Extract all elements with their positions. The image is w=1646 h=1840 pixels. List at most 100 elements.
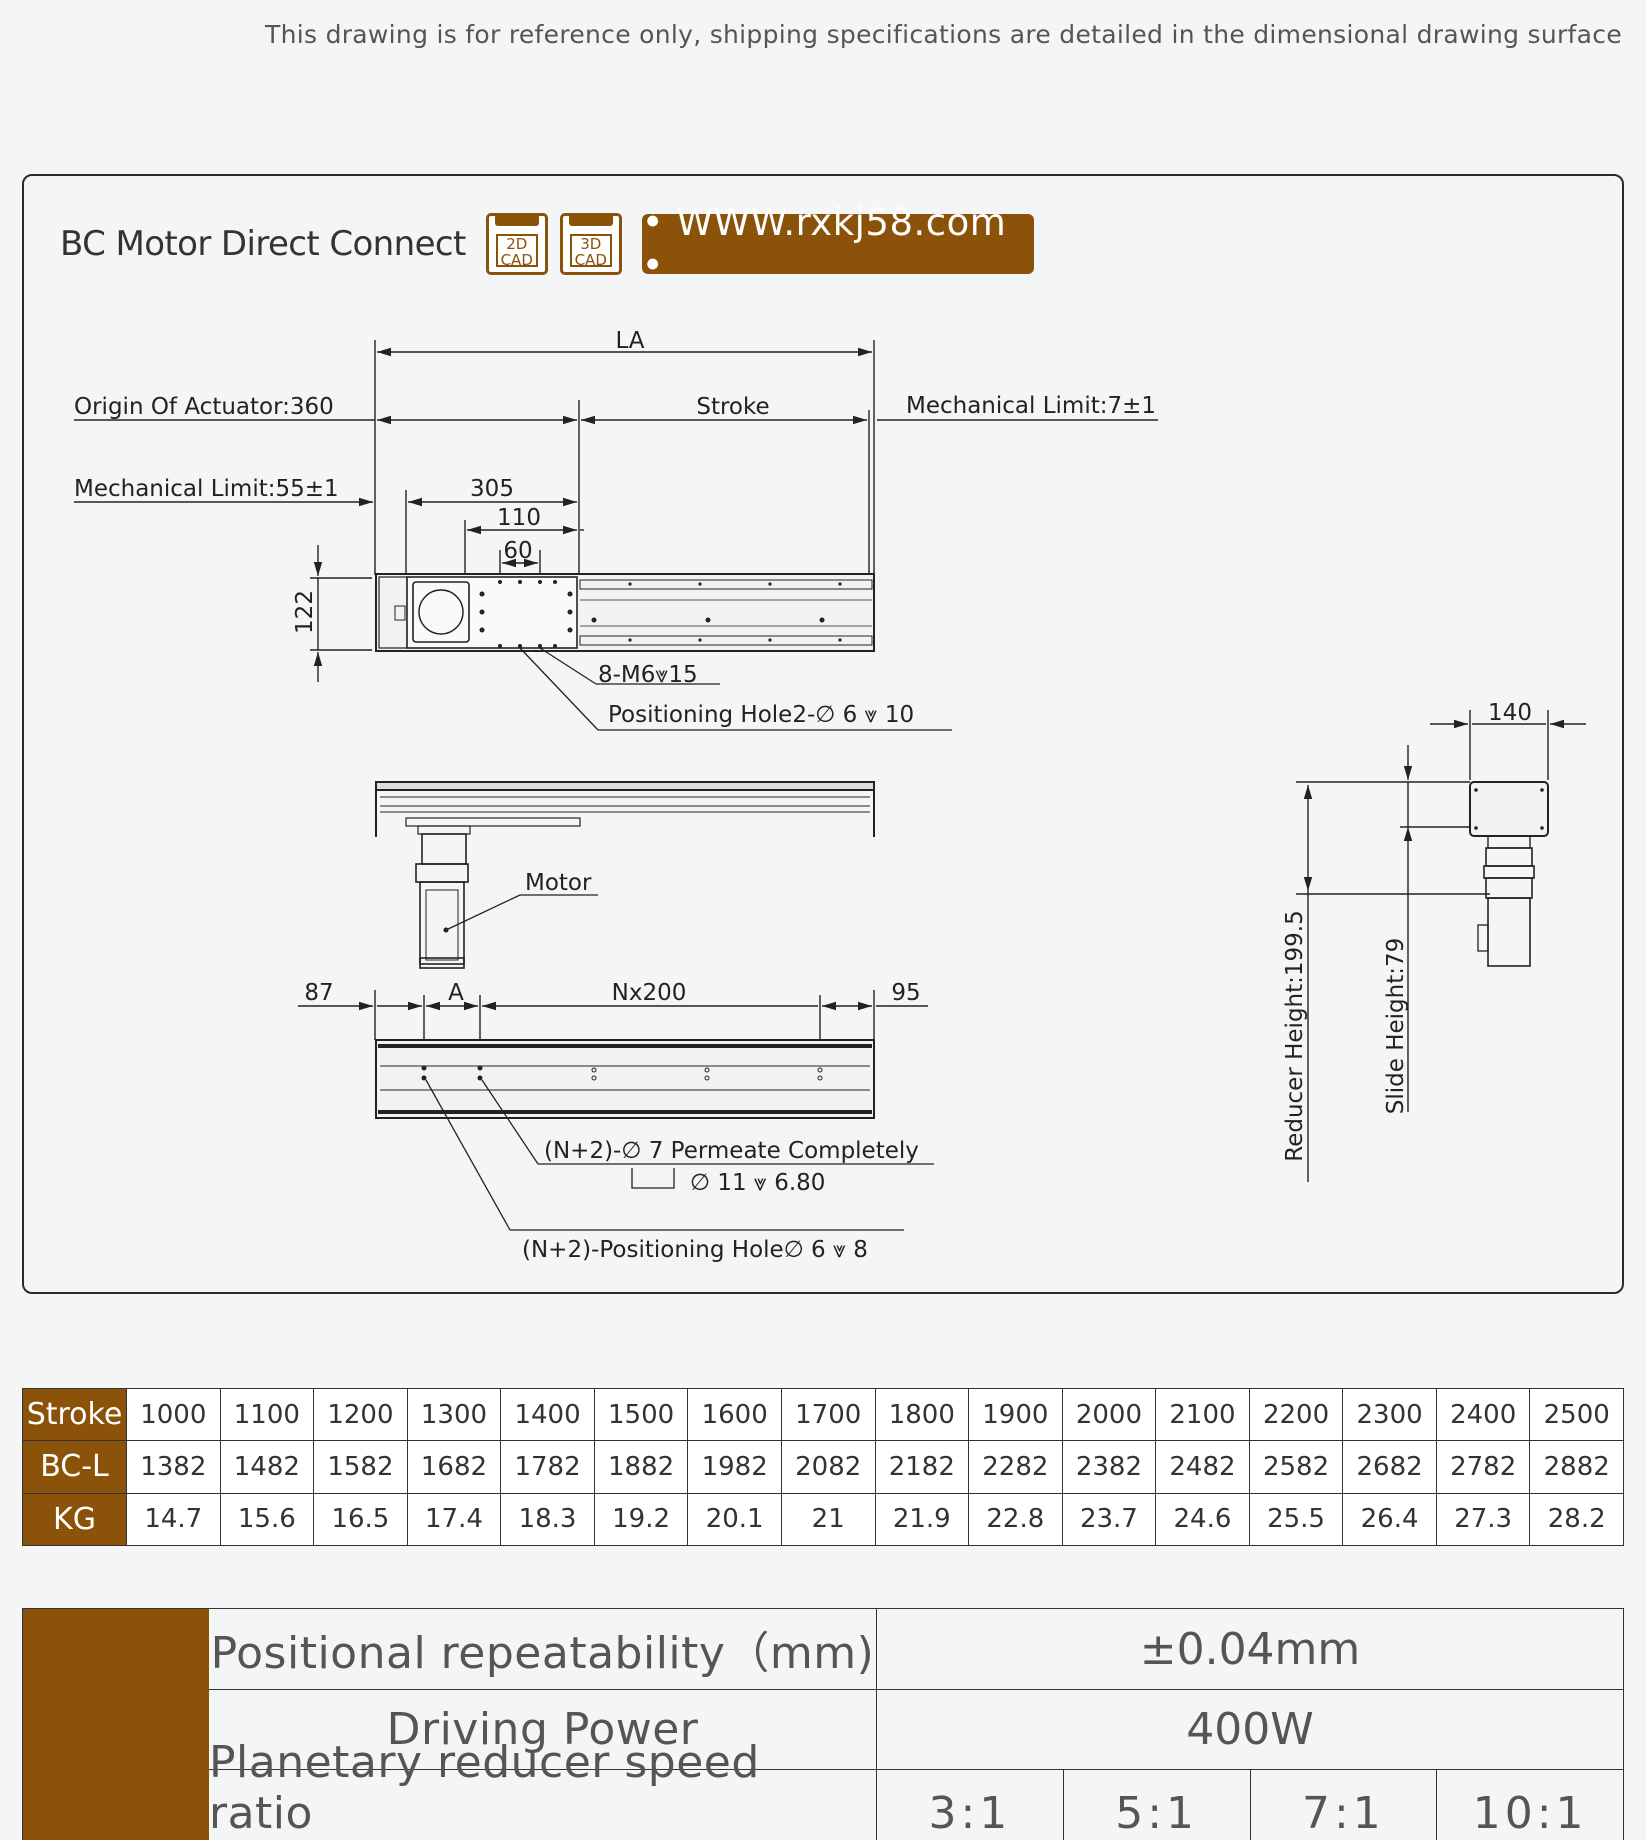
table-cell: 17.4 <box>406 1492 502 1547</box>
label-positioning-hole2: Positioning Hole2-∅ 6 ⩔ 10 <box>608 702 914 728</box>
table-cell: 16.5 <box>313 1492 408 1547</box>
table-cell: 14.7 <box>126 1492 221 1547</box>
table-cell: 2582 <box>1248 1440 1344 1494</box>
row-driving-power: Driving Power 400W <box>209 1690 1623 1770</box>
table-cell: 2182 <box>874 1440 970 1494</box>
dim-la: LA <box>615 328 644 354</box>
power-value: 400W <box>1186 1704 1314 1755</box>
ratio-3-1: 3:1 <box>877 1770 1064 1840</box>
table-cell: 2500 <box>1529 1387 1624 1442</box>
table-row-stroke: Stroke 1000 1100 1200 1300 1400 1500 160… <box>22 1387 1624 1442</box>
table-row-kg: KG 14.7 15.6 16.5 17.4 18.3 19.2 20.1 21… <box>22 1492 1624 1547</box>
top-view-holes <box>479 580 842 648</box>
table-cell: 1582 <box>313 1440 408 1494</box>
ratio-5-1: 5:1 <box>1064 1770 1251 1840</box>
cad-2d-line2: CAD <box>500 251 533 269</box>
label-permeate: (N+2)-∅ 7 Permeate Completely <box>544 1138 919 1164</box>
table-cell: 2000 <box>1061 1387 1157 1442</box>
table-cell: 22.8 <box>968 1492 1063 1547</box>
label-mech-limit-right: Mechanical Limit:7±1 <box>906 393 1156 419</box>
table-cell: 2082 <box>780 1440 876 1494</box>
label-reducer-height: Reducer Height:199.5 <box>1282 910 1308 1161</box>
cad-3d-line1: 3D <box>580 235 602 253</box>
table-cell: 25.5 <box>1248 1492 1344 1547</box>
cad-3d-line2: CAD <box>574 251 607 269</box>
label-mech-limit-left: Mechanical Limit:55±1 <box>74 476 339 502</box>
table-cell: 2782 <box>1435 1440 1531 1494</box>
reference-notice: This drawing is for reference only, ship… <box>265 20 1622 49</box>
side-view-actuator <box>375 781 875 969</box>
table-cell: 1200 <box>313 1387 408 1442</box>
bottom-view-actuator <box>375 1039 875 1119</box>
row-speed-ratio: Planetary reducer speed ratio 3:1 5:1 7:… <box>209 1737 1623 1840</box>
performance-side-bar <box>23 1609 209 1840</box>
table-cell: 1900 <box>968 1387 1063 1442</box>
dim-87: 87 <box>304 980 333 1006</box>
table-cell: 2282 <box>968 1440 1063 1494</box>
cad-2d-line1: 2D <box>506 235 528 253</box>
specification-table: Stroke 1000 1100 1200 1300 1400 1500 160… <box>22 1387 1624 1547</box>
table-cell: 2682 <box>1342 1440 1437 1494</box>
dim-nx200: Nx200 <box>612 980 687 1006</box>
table-cell: 2882 <box>1529 1440 1624 1494</box>
table-cell: 1982 <box>687 1440 782 1494</box>
label-slide-height: Slide Height:79 <box>1383 938 1409 1115</box>
bottom-view-holes <box>421 1065 823 1081</box>
top-view-actuator <box>375 573 875 652</box>
dim-60: 60 <box>503 538 532 564</box>
label-positioning-hole-n2: (N+2)-Positioning Hole∅ 6 ⩔ 8 <box>522 1237 868 1263</box>
dimension-drawing: LA Origin Of Actuator:360 Stroke Mechani… <box>74 328 1586 1263</box>
table-cell: 2400 <box>1435 1387 1531 1442</box>
ratio-7-1: 7:1 <box>1251 1770 1438 1840</box>
dim-a: A <box>448 980 464 1006</box>
table-cell: 1700 <box>780 1387 876 1442</box>
row-header-bc-l: BC-L <box>22 1440 127 1494</box>
label-8-m6: 8-M6⩔15 <box>598 662 698 688</box>
table-cell: 1800 <box>874 1387 970 1442</box>
table-cell: 20.1 <box>687 1492 782 1547</box>
table-cell: 1682 <box>406 1440 502 1494</box>
table-cell: 1882 <box>593 1440 689 1494</box>
dim-95: 95 <box>891 980 920 1006</box>
dim-122: 122 <box>292 590 318 634</box>
table-cell: 27.3 <box>1435 1492 1531 1547</box>
table-cell: 26.4 <box>1342 1492 1437 1547</box>
table-cell: 2300 <box>1342 1387 1437 1442</box>
table-cell: 21.9 <box>874 1492 970 1547</box>
table-cell: 1400 <box>500 1387 595 1442</box>
dim-110: 110 <box>497 505 541 531</box>
table-cell: 19.2 <box>593 1492 689 1547</box>
table-cell: 1382 <box>126 1440 221 1494</box>
table-row-bc-l: BC-L 1382 1482 1582 1682 1782 1882 1982 … <box>22 1440 1624 1494</box>
table-cell: 1482 <box>219 1440 315 1494</box>
ratio-values: 3:1 5:1 7:1 10:1 <box>877 1770 1623 1840</box>
repeatability-value: ±0.04mm <box>1139 1623 1361 1675</box>
ratio-10-1: 10:1 <box>1472 1788 1588 1839</box>
table-cell: 15.6 <box>219 1492 315 1547</box>
dim-305: 305 <box>470 476 514 502</box>
dim-stroke: Stroke <box>696 394 769 420</box>
label-origin: Origin Of Actuator:360 <box>74 394 334 420</box>
power-label: Driving Power <box>209 1690 877 1769</box>
table-cell: 1300 <box>406 1387 502 1442</box>
row-header-kg: KG <box>22 1492 127 1547</box>
table-cell: 2382 <box>1061 1440 1157 1494</box>
table-cell: 1600 <box>687 1387 782 1442</box>
performance-table: Positional repeatability（mm) ±0.04mm Dri… <box>22 1608 1624 1840</box>
table-cell: 23.7 <box>1061 1492 1157 1547</box>
label-motor: Motor <box>525 870 592 896</box>
table-cell: 28.2 <box>1529 1492 1624 1547</box>
table-cell: 2200 <box>1248 1387 1344 1442</box>
table-cell: 1500 <box>593 1387 689 1442</box>
table-cell: 21 <box>780 1492 876 1547</box>
repeatability-label: Positional repeatability（mm) <box>209 1609 877 1689</box>
table-cell: 1000 <box>126 1387 221 1442</box>
table-cell: 18.3 <box>500 1492 595 1547</box>
table-cell: 2100 <box>1155 1387 1250 1442</box>
dim-140: 140 <box>1488 700 1532 726</box>
product-title: BC Motor Direct Connect <box>60 224 466 264</box>
row-header-stroke: Stroke <box>22 1387 127 1442</box>
